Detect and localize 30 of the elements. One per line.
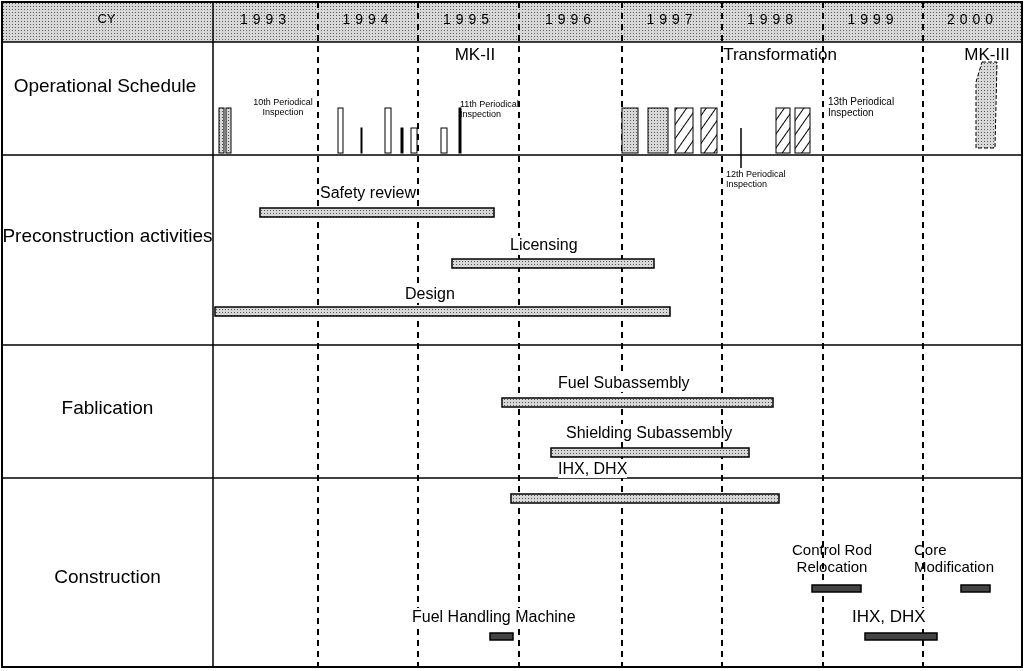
inspection-label: 12th Periodical Inspection [726,170,787,190]
year-heading: 1997 [645,12,699,28]
year-heading: 1996 [543,12,598,28]
year-heading: 1999 [846,12,900,28]
inspection-label: 13th Periodical Inspection [828,96,896,118]
task-label: IHX, DHX [852,608,926,627]
phase-label: MK-III [963,46,1011,65]
year-heading: 1995 [441,12,496,28]
row-heading: Construction [53,567,162,588]
task-label: Shielding Subassembly [566,424,733,442]
row-heading: Operational Schedule [12,76,198,97]
year-heading: 2000 [945,12,1000,28]
task-label: Fuel Handling Machine [412,608,576,626]
task-label: Licensing [510,236,578,254]
task-label: Control Rod Relocation [790,542,873,575]
inspection-label: 10th Periodical Inspection [252,98,314,118]
task-label: Design [405,285,455,303]
task-label: Safety review [320,184,417,202]
phase-label: Transformation [722,46,838,65]
year-heading: 1993 [238,12,293,28]
column-heading: CY [96,12,117,27]
row-heading: Fablication [60,398,155,419]
task-label: IHX, DHX [558,460,628,478]
task-label: Core Modification [914,542,996,575]
row-heading: Preconstruction activities [2,226,213,247]
task-label: Fuel Subassembly [558,374,690,392]
inspection-label: 11th Periodical Inspection [460,100,520,120]
year-heading: 1994 [341,12,395,28]
year-heading: 1998 [745,12,800,28]
phase-label: MK-II [453,46,497,65]
